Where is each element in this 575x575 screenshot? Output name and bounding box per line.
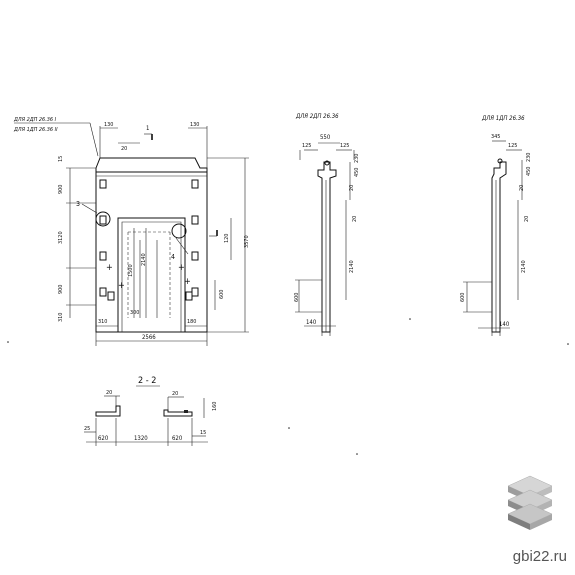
dim-300: 300 xyxy=(130,310,139,316)
dim-900b: 900 xyxy=(58,285,64,294)
right-dim-450: 450 xyxy=(526,167,532,176)
right-dim-125: 125 xyxy=(508,143,517,149)
section-dim-620b: 620 xyxy=(172,435,183,442)
mid-dim-20b: 20 xyxy=(352,216,358,222)
section-title: 2 - 2 xyxy=(138,376,156,386)
right-dim-345: 345 xyxy=(491,134,500,140)
dim-900: 900 xyxy=(58,185,64,194)
dim-2140: 2140 xyxy=(141,253,147,266)
section-dim-15: 15 xyxy=(200,430,206,436)
section-dim-20b: 20 xyxy=(172,391,178,397)
side-view-1dp: ДЛЯ 1ДП 26.36 345 125 230 450 20 20 2140… xyxy=(460,115,532,336)
front-view: ДЛЯ 2ДП 26.36 I ДЛЯ 1ДП 26.36 II + + + xyxy=(13,117,250,346)
section-left-piece xyxy=(95,405,121,417)
section-dim-20a: 20 xyxy=(106,390,112,396)
mid-dim-2140: 2140 xyxy=(349,260,355,273)
dim-310-left: 310 xyxy=(58,313,64,322)
dim-310-bottom: 310 xyxy=(98,319,107,325)
section-dim-25: 25 xyxy=(84,426,90,432)
mid-dim-125a: 125 xyxy=(302,143,311,149)
plus-mark-left: + xyxy=(106,263,113,273)
right-dim-20b: 20 xyxy=(524,216,530,222)
right-title: ДЛЯ 1ДП 26.36 xyxy=(481,115,525,122)
dim-1500: 1500 xyxy=(128,264,134,277)
right-profile xyxy=(491,161,507,333)
mid-dim-600: 600 xyxy=(294,293,300,302)
callout-4: 4 xyxy=(171,253,175,261)
right-dim-140: 140 xyxy=(499,321,510,328)
dim-3120: 3120 xyxy=(58,231,64,244)
mid-dim-450: 450 xyxy=(354,168,360,177)
opening-outline xyxy=(117,217,186,332)
dim-180: 180 xyxy=(187,319,196,325)
right-dim-600: 600 xyxy=(460,293,466,302)
dim-130-right: 130 xyxy=(190,122,199,128)
dim-15: 15 xyxy=(58,156,64,162)
dim-2566: 2566 xyxy=(142,334,156,341)
plus-mark-center: + xyxy=(118,281,125,291)
plus-mark-bottom: + xyxy=(184,277,191,287)
watermark-text: gbi22.ru xyxy=(512,548,567,565)
gbi-logo-icon xyxy=(507,475,553,530)
section-dim-620a: 620 xyxy=(98,435,109,442)
section-2-2: 2 - 2 20 20 160 25 15 620 1320 620 xyxy=(84,376,218,446)
note-top: ДЛЯ 2ДП 26.36 I xyxy=(13,117,57,123)
section-dim-1320: 1320 xyxy=(134,435,148,442)
mid-dim-125b: 125 xyxy=(340,143,349,149)
mid-dim-230: 230 xyxy=(354,154,360,163)
callout-3: 3 xyxy=(76,200,80,208)
dim-20-top: 20 xyxy=(121,146,127,152)
note-bottom: ДЛЯ 1ДП 26.36 II xyxy=(13,127,58,133)
section-dim-160: 160 xyxy=(212,402,218,411)
plus-mark-right: + xyxy=(178,263,185,273)
right-dim-2140: 2140 xyxy=(521,260,527,273)
dim-3570: 3570 xyxy=(244,235,250,248)
mid-dim-550: 550 xyxy=(320,134,331,141)
dim-600: 600 xyxy=(219,290,225,299)
dim-130-left: 130 xyxy=(104,122,113,128)
section-mark-1: 1 xyxy=(146,125,149,132)
right-dim-20a: 20 xyxy=(519,185,525,191)
mid-dim-20a: 20 xyxy=(349,185,355,191)
right-dim-230: 230 xyxy=(526,153,532,162)
side-view-2dp: ДЛЯ 2ДП 26.36 550 125 125 230 450 20 20 … xyxy=(294,113,360,336)
slab-outline xyxy=(95,157,208,333)
dim-120: 120 xyxy=(224,234,230,243)
mid-profile xyxy=(317,161,337,333)
mid-dim-140: 140 xyxy=(306,319,317,326)
mid-title: ДЛЯ 2ДП 26.36 xyxy=(295,113,339,120)
